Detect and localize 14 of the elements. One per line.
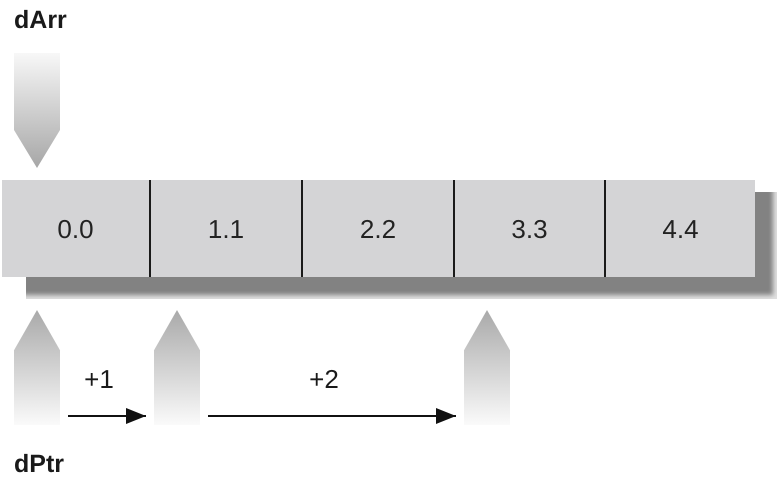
cell-value: 4.4	[662, 216, 699, 242]
variable-name: dPtr	[14, 452, 64, 477]
pointer-arrow	[14, 310, 60, 425]
pointer-arrow	[464, 310, 510, 425]
cell-value: 0.0	[57, 216, 94, 242]
cell-value: 1.1	[208, 216, 244, 242]
cell-value: 2.2	[360, 216, 396, 242]
cell-value: 3.3	[511, 216, 548, 242]
pointer-arrow	[14, 53, 60, 168]
arrow	[68, 408, 146, 424]
pointer-arrow	[154, 310, 200, 425]
variable-name: dArr	[14, 8, 67, 33]
arrow	[208, 408, 456, 424]
array-bar	[2, 180, 755, 277]
